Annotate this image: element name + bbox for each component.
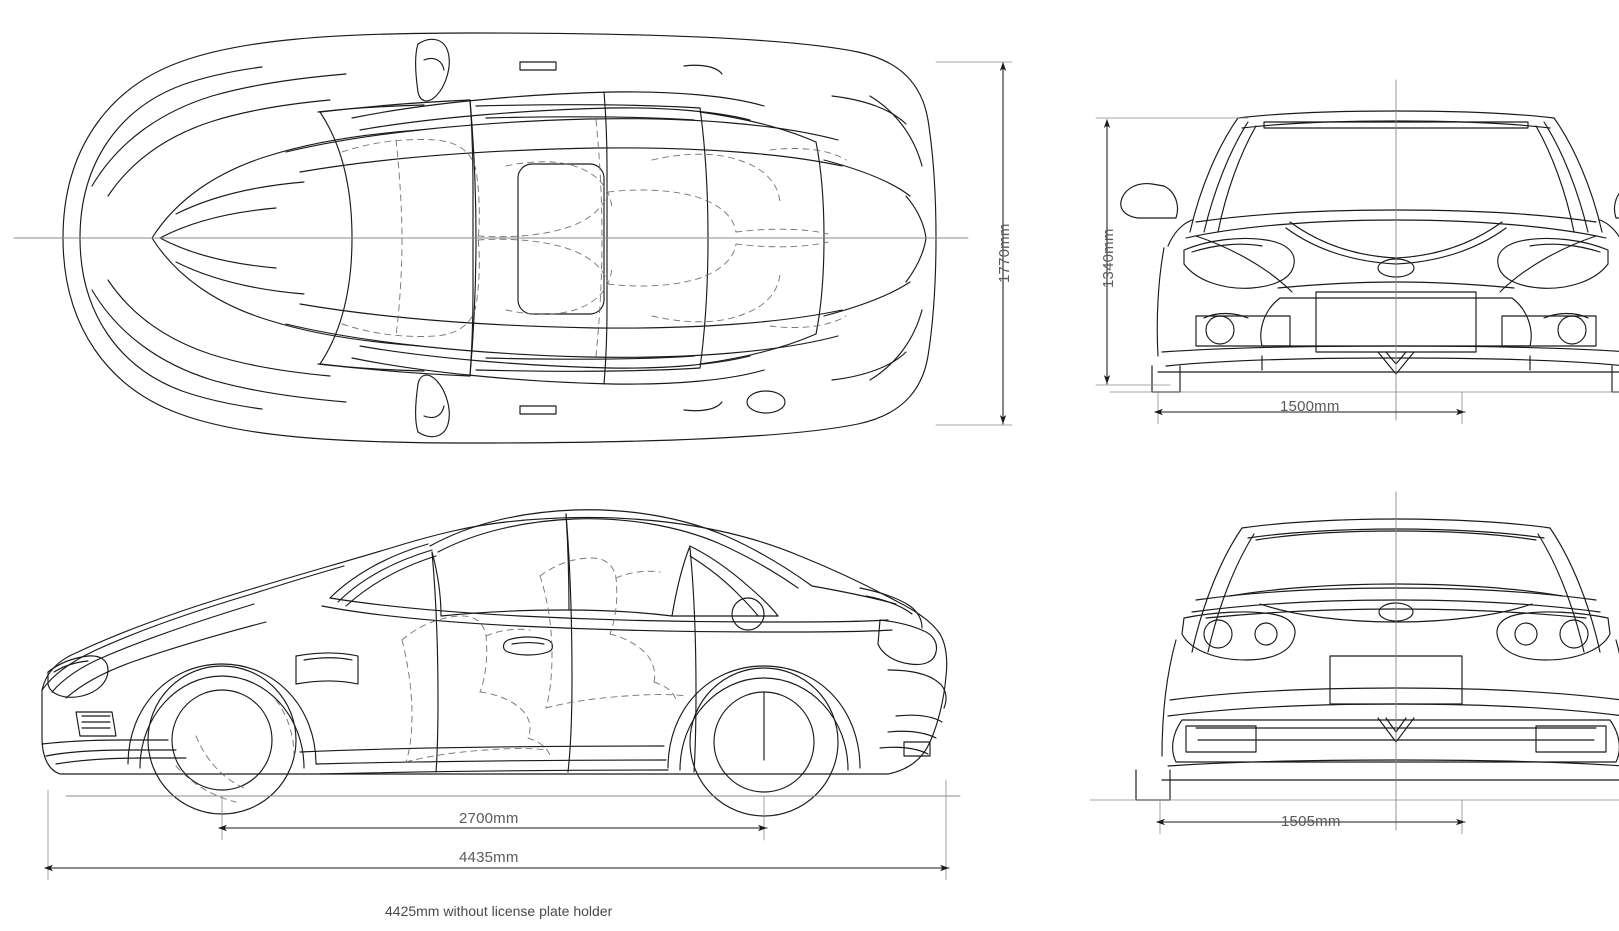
dim-front-track xyxy=(1154,391,1466,425)
dim-label-wheelbase: 2700mm xyxy=(459,810,519,827)
front-view-group xyxy=(1109,110,1619,393)
dim-overall-length xyxy=(44,779,950,881)
dim-rear-track xyxy=(1156,799,1466,835)
top-view-group xyxy=(62,32,937,444)
side-view-interior-hidden xyxy=(175,557,687,803)
dim-label-overall-height: 1340mm xyxy=(1100,228,1117,288)
dim-overall-width xyxy=(935,61,1013,426)
dim-label-rear-track: 1505mm xyxy=(1281,813,1341,830)
dim-overall-height xyxy=(1095,117,1249,386)
dim-wheelbase xyxy=(218,795,768,841)
side-view-group xyxy=(41,509,961,817)
dim-label-front-track: 1500mm xyxy=(1280,398,1340,415)
dim-label-overall-length: 4435mm xyxy=(459,849,519,866)
top-view-interior-hidden xyxy=(341,119,847,357)
dim-label-overall-width: 1770mm xyxy=(996,223,1013,283)
rear-view-group xyxy=(1089,518,1619,801)
note-length-without-plate: 4425mm without license plate holder xyxy=(385,903,613,919)
